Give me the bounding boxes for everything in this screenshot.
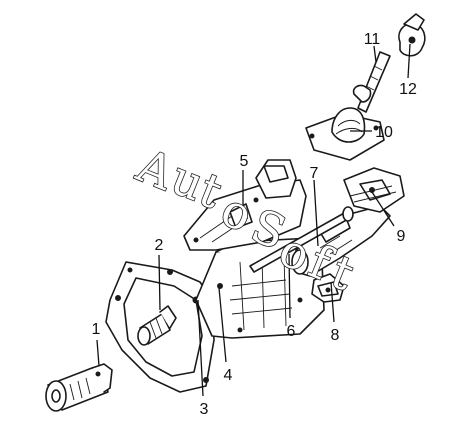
callout-7: 7 [310, 165, 319, 182]
top-cover [183, 159, 307, 251]
casing-bolt-4 [217, 283, 223, 289]
leader-2 [158, 254, 161, 311]
callout-5: 5 [240, 153, 249, 170]
callout-3: 3 [200, 401, 209, 418]
callout-labels: 1 2 3 4 5 6 7 8 9 10 11 12 [92, 31, 417, 418]
selector-rod [249, 206, 354, 273]
release-bearing [137, 305, 177, 346]
gear-lever [352, 51, 391, 113]
extension-housing [291, 205, 391, 277]
callout-9: 9 [397, 228, 406, 245]
starter-motor [45, 363, 113, 412]
callout-11: 11 [364, 31, 381, 48]
leader-12 [407, 43, 411, 79]
callout-12: 12 [399, 81, 417, 98]
leader-lines [96, 43, 411, 397]
leader-6 [288, 253, 291, 319]
gear-knob [398, 13, 426, 57]
rear-flange [343, 167, 405, 213]
callout-2: 2 [155, 237, 164, 254]
leader-4 [218, 287, 227, 363]
callout-8: 8 [331, 327, 340, 344]
leader-9 [371, 191, 395, 227]
leader-8 [330, 281, 335, 323]
callout-4: 4 [224, 367, 233, 384]
callout-6: 6 [287, 323, 296, 340]
leader-3 [197, 299, 204, 397]
rear-mount [311, 273, 345, 303]
leader-11 [373, 45, 377, 63]
leader-1 [96, 339, 100, 367]
gear-boot-plate [305, 107, 385, 161]
leader-7 [313, 179, 319, 247]
callout-1: 1 [92, 321, 101, 338]
callout-10: 10 [375, 124, 393, 141]
